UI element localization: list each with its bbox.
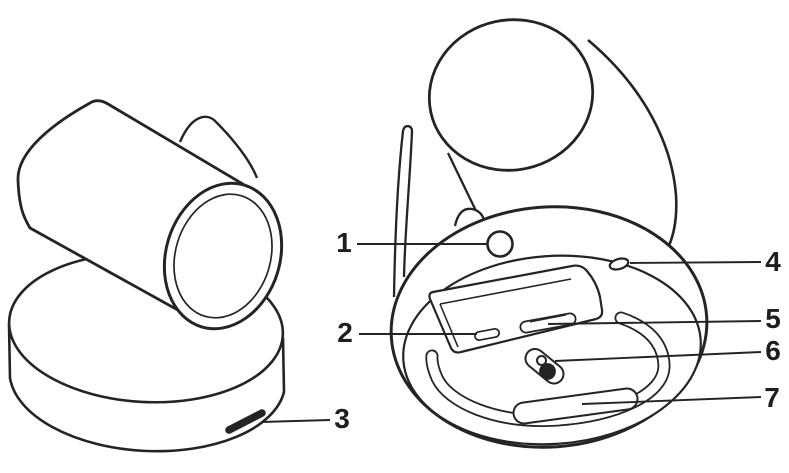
callout-label-1: 1 [336,227,352,258]
callout-label-6: 6 [765,335,781,366]
pin-hole-oval [608,257,630,271]
camera-body-left-edge [446,152,479,214]
callout-label-4: 4 [765,246,781,277]
camera-bottom-view-illustration [389,18,709,449]
recessed-connector-panel [428,264,604,354]
panel-floor-edge [439,278,572,348]
leader-line-7 [581,396,762,405]
leader-line-4 [629,261,762,264]
mounting-slot-inner [514,389,637,423]
large-port-slot-inner [521,314,575,332]
large-port-slot-ledge [529,314,567,323]
round-button [486,230,514,258]
leader-lines [260,243,762,423]
tilt-hinge-dome [178,115,259,179]
callout-label-5: 5 [765,303,781,334]
leader-line-5 [547,320,762,325]
lens-outer-ring [162,181,284,331]
callout-label-3: 3 [334,403,350,434]
camera-side-view-illustration [7,99,286,453]
lens-inner-ring [173,193,273,319]
status-light-slot [225,409,266,434]
kensington-lock-icon [524,348,565,385]
leader-line-6 [554,351,762,362]
callout-label-2: 2 [337,317,353,348]
camera-body-right-edge [587,39,678,251]
mount-arm [392,124,414,298]
callout-label-7: 7 [764,382,780,413]
leader-line-3 [260,419,331,423]
small-port-slot-inner [475,329,499,340]
camera-body-back [427,18,595,172]
